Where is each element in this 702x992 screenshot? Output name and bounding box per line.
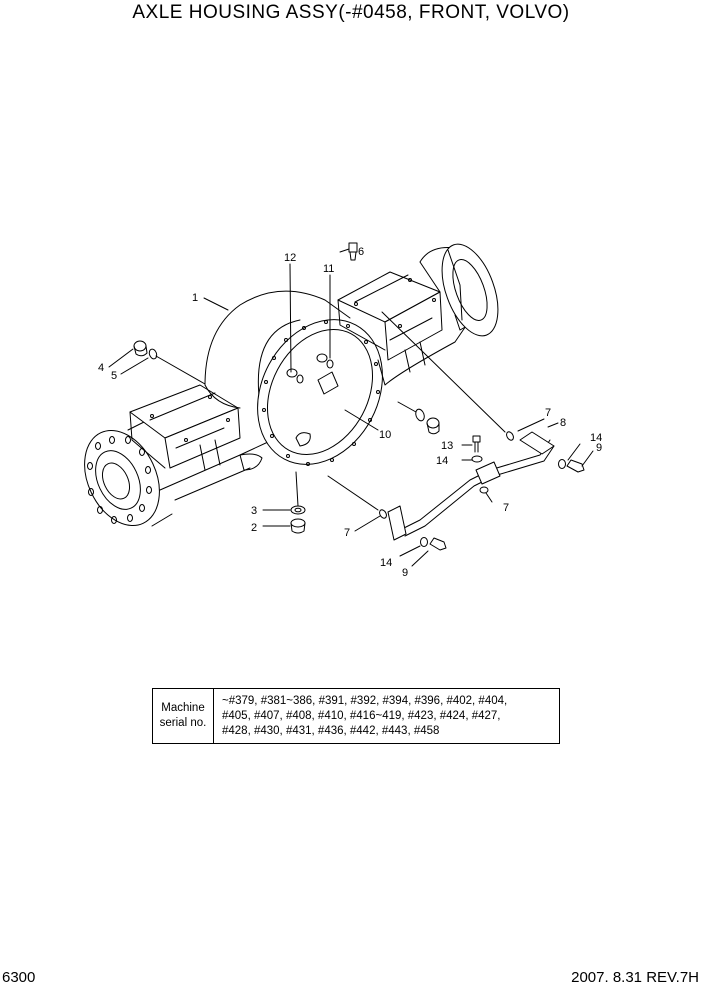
serial-number-table: Machine serial no. ~#379, #381~386, #391… — [152, 688, 560, 744]
plug-part-4 — [133, 340, 148, 357]
o-ring-part-5 — [148, 348, 158, 360]
callout-1: 1 — [192, 292, 198, 304]
breather-part-6 — [348, 242, 358, 261]
callout-13: 13 — [441, 440, 453, 452]
o-ring-part-7-left — [379, 509, 387, 519]
washer-part-14-top — [471, 455, 483, 463]
callout-3: 3 — [251, 505, 257, 517]
callout-7-left: 7 — [344, 527, 350, 539]
oil-tube-part-8 — [387, 431, 555, 541]
page-number: 6300 — [2, 969, 36, 986]
callout-12: 12 — [284, 252, 296, 264]
serial-table-value: ~#379, #381~386, #391, #392, #394, #396,… — [222, 695, 508, 737]
callout-14-left: 14 — [380, 557, 392, 569]
callout-9-left: 9 — [402, 567, 408, 579]
callout-6: 6 — [358, 246, 364, 258]
serial-table-header: Machine serial no. — [153, 689, 214, 743]
callout-5: 5 — [111, 370, 117, 382]
bolt-part-9-right — [558, 459, 585, 473]
callout-14-top: 14 — [436, 455, 448, 467]
flange-bolt-holes — [87, 436, 152, 524]
plug-part-2 — [290, 518, 306, 534]
callout-10: 10 — [379, 429, 391, 441]
ring-bolt-holes — [262, 320, 380, 466]
callout-labels: 1 2 3 4 5 6 7 7 7 8 9 9 10 11 12 13 14 1… — [98, 246, 602, 579]
page-title: AXLE HOUSING ASSY(-#0458, FRONT, VOLVO) — [132, 2, 570, 23]
plug-parts-10 — [415, 408, 440, 435]
o-ring-part-7-right — [506, 431, 514, 441]
washer-part-3 — [290, 505, 306, 515]
callout-2: 2 — [251, 522, 257, 534]
revision-date: 2007. 8.31 REV.7H — [571, 969, 699, 986]
bolt-part-9-left — [420, 537, 447, 551]
right-wheel-hub — [419, 243, 499, 337]
plug-parts-11-12 — [286, 353, 334, 384]
center-housing — [204, 290, 351, 409]
bolt-part-13 — [472, 435, 481, 453]
callout-7-mid: 7 — [503, 502, 509, 514]
left-wheel-flange — [84, 419, 173, 527]
callout-8: 8 — [560, 417, 566, 429]
o-ring-part-7-mid — [479, 486, 489, 494]
callout-4: 4 — [98, 362, 104, 374]
callout-11: 11 — [323, 263, 334, 275]
mounting-flange-ring — [257, 319, 383, 466]
leader-lines — [108, 248, 594, 567]
callout-7-top: 7 — [545, 407, 551, 419]
callout-9-right: 9 — [596, 442, 602, 454]
callout-14-right: 14 — [590, 432, 602, 444]
